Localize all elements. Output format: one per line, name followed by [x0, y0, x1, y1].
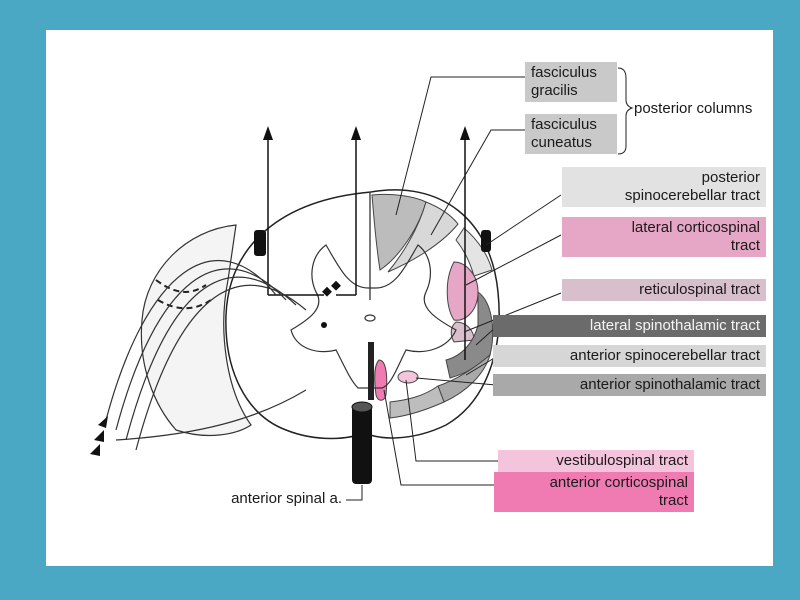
label-vestibulospinal: vestibulospinal tract [498, 450, 694, 472]
leader-cuneatus [430, 129, 526, 236]
central-canal [364, 314, 376, 322]
nerve-fibre-2 [115, 268, 287, 431]
leader-ant-spinal-artery [346, 485, 363, 501]
posterior-vessel-left [254, 230, 266, 256]
fibre-arrowhead-3 [90, 444, 100, 456]
grey-matter-outline [290, 244, 457, 389]
posterior-columns-brace [617, 67, 634, 155]
label-lateral-spinothalamic: lateral spinothalamic tract [493, 315, 766, 337]
nerve-fibre-3 [125, 276, 297, 441]
leader-post-spinocerebellar [485, 194, 562, 246]
vestibulospinal-area [397, 370, 419, 384]
fibre-arrowhead-1 [98, 416, 108, 428]
ganglion-line-1 [155, 279, 207, 293]
leader-vestibulospinal [405, 379, 501, 462]
posterior-vessel-right [481, 230, 491, 252]
label-fasciculus-gracilis: fasciculus gracilis [525, 62, 617, 102]
arrow-head-middle [351, 126, 361, 140]
leader-lat-corticospinal [465, 234, 562, 286]
label-anterior-spinal-artery: anterior spinal a. [231, 490, 342, 507]
anterior-median-fissure [368, 342, 374, 400]
label-lateral-corticospinal: lateral corticospinal tract [562, 217, 766, 257]
leader-gracilis [395, 76, 526, 216]
fasciculus-gracilis-area [371, 193, 427, 271]
leader-lines [346, 67, 634, 501]
lateral-corticospinal-area [446, 261, 479, 321]
label-fasciculus-cuneatus: fasciculus cuneatus [525, 114, 617, 154]
label-posterior-columns: posterior columns [634, 100, 753, 117]
leader-reticulospinal [463, 292, 562, 333]
label-anterior-corticospinal: anterior corticospinal tract [494, 472, 694, 512]
leader-ant-corticospinal [383, 389, 496, 486]
nerve-fibre-1 [105, 259, 277, 421]
leader-ant-spinocerebellar [465, 356, 497, 376]
fibre-arrowhead-2 [94, 430, 104, 442]
synapse-marker-3 [321, 322, 327, 328]
leader-ant-spinothalamic [415, 377, 497, 386]
anterior-spinal-artery [352, 406, 372, 484]
spinal-cord-diagram [90, 67, 634, 501]
anterior-spinothalamic-area [389, 385, 445, 419]
synapse-marker-1 [322, 286, 332, 297]
figure-panel: fasciculus gracilis fasciculus cuneatus … [46, 30, 773, 566]
anterior-spinal-artery-top [351, 401, 373, 413]
label-reticulospinal: reticulospinal tract [562, 279, 766, 301]
arrow-head-left [263, 126, 273, 140]
arrow-head-right [460, 126, 470, 140]
dorsal-root-ganglion [140, 224, 252, 436]
label-anterior-spinocerebellar: anterior spinocerebellar tract [493, 345, 766, 367]
leader-lat-spinothalamic [475, 326, 497, 346]
nerve-fibre-4 [135, 284, 307, 451]
synapse-marker-2 [331, 280, 341, 291]
label-anterior-spinothalamic: anterior spinothalamic tract [493, 374, 766, 396]
fasciculus-cuneatus-area [387, 201, 459, 273]
ventral-root [115, 389, 307, 441]
ganglion-line-2 [157, 299, 212, 310]
label-posterior-spinocerebellar: posterior spinocerebellar tract [562, 167, 766, 207]
